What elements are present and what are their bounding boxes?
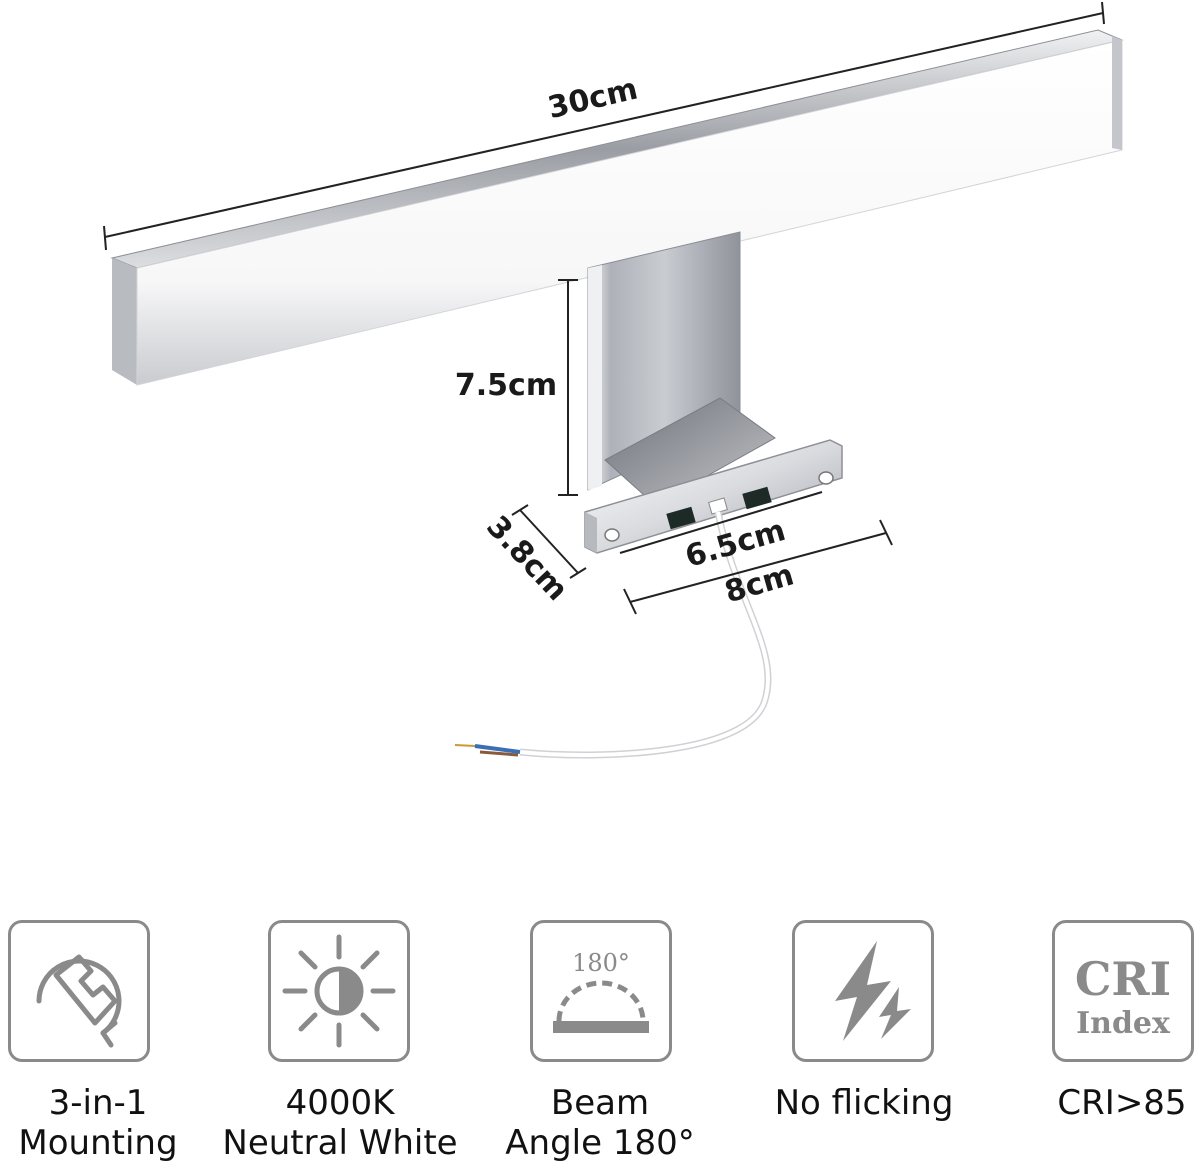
feature-color-temp: 4000K Neutral White: [222, 920, 508, 1166]
feature-mounting-line2: Mounting: [18, 1123, 178, 1163]
lightning-icon: [792, 920, 934, 1062]
feature-beam-angle-line2: Angle 180°: [505, 1123, 695, 1163]
feature-mounting-line1: 3-in-1: [48, 1083, 148, 1123]
feature-beam-angle-line1: Beam: [550, 1083, 650, 1123]
feature-list: 3-in-1 Mounting 4000K: [0, 920, 1200, 1166]
feature-color-temp-line2: Neutral White: [222, 1123, 458, 1163]
mounting-bracket: [584, 397, 843, 554]
depth-label: 3.8cm: [479, 509, 574, 608]
length-label: 30cm: [545, 71, 641, 126]
height-label: 7.5cm: [455, 368, 557, 403]
led-bar: [110, 29, 1124, 386]
cri-icon-text-bottom: Index: [1076, 1006, 1171, 1041]
power-cable: [454, 511, 772, 759]
feature-no-flicker-line1: No flicking: [774, 1083, 954, 1123]
feature-mounting: 3-in-1 Mounting: [8, 920, 248, 1166]
wrench-rotate-icon: [8, 920, 150, 1062]
beam-angle-icon: 180°: [530, 920, 672, 1062]
dimension-lines: [103, 1, 1105, 615]
beam-angle-icon-text: 180°: [572, 949, 630, 977]
product-diagram: 30cm 7.5cm 3.8cm 6.5cm 8cm: [103, 1, 1124, 759]
feature-cri-line1: CRI>85: [1057, 1083, 1187, 1123]
feature-color-temp-line1: 4000K: [285, 1083, 395, 1123]
cri-icon-text-top: CRI: [1075, 952, 1171, 1006]
feature-cri: CRI Index CRI>85: [1052, 920, 1200, 1166]
feature-no-flicker: No flicking: [775, 920, 1032, 1166]
half-sun-icon: [268, 920, 410, 1062]
feature-beam-angle: 180° Beam Angle 180°: [505, 920, 770, 1166]
cri-index-icon: CRI Index: [1052, 920, 1194, 1062]
